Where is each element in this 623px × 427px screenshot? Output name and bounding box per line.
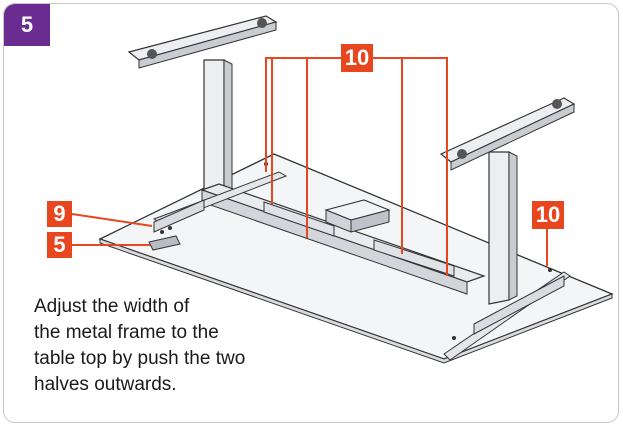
right-bracket: [473, 275, 565, 335]
slide-half-left: [263, 201, 335, 237]
right-column: [488, 151, 510, 305]
callout-label-10-top: 10: [341, 44, 373, 72]
desk-frame-illustration: [71, 15, 614, 364]
callout-label-9: 9: [47, 201, 72, 227]
callout-lines-top: [265, 57, 448, 276]
slide-half-right: [373, 239, 455, 277]
callout-label-5: 5: [47, 232, 72, 258]
instruction-text: Adjust the width of the metal frame to t…: [34, 296, 246, 395]
bracket-part: [148, 235, 181, 251]
table-top-edge: [99, 238, 613, 364]
left-bracket: [153, 199, 205, 233]
callout-label-10-right: 10: [532, 201, 564, 229]
step-number-badge: 5: [4, 4, 50, 46]
left-column: [203, 59, 225, 203]
instruction-card: 5: [3, 3, 619, 423]
callout-line-9: [71, 213, 153, 227]
